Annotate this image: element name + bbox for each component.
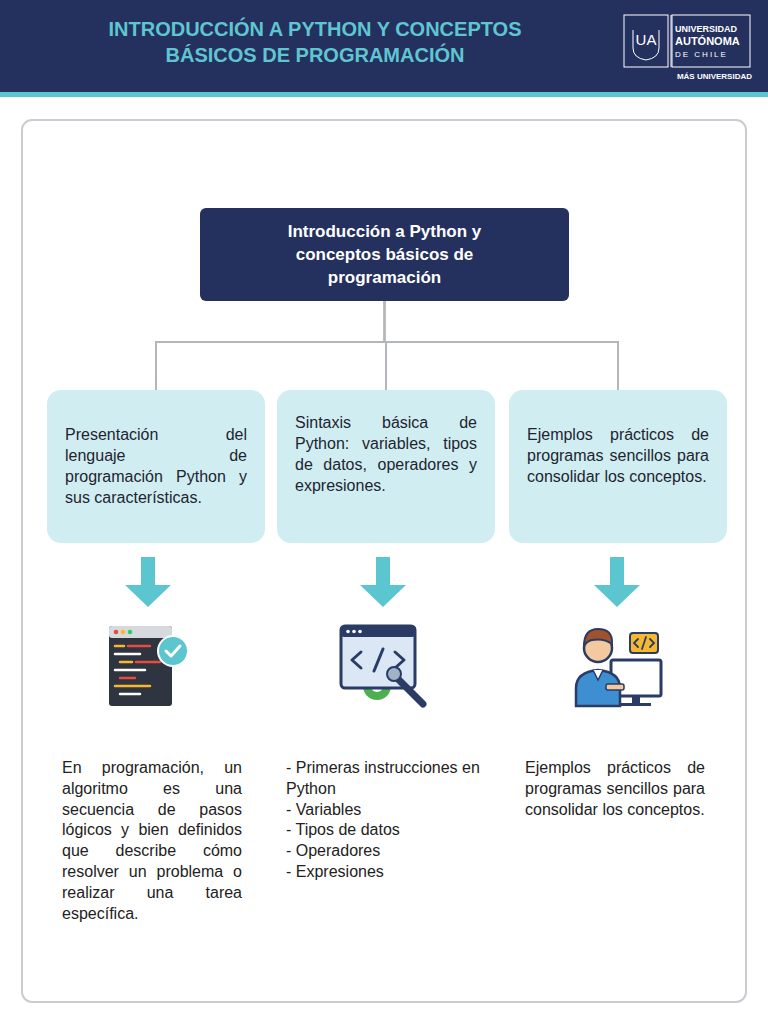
down-arrow <box>125 557 171 607</box>
tree-connector <box>156 301 385 390</box>
programmer-icon <box>621 703 651 706</box>
code-window-icon <box>166 646 180 656</box>
code-window-icon <box>136 661 160 664</box>
code-tools-icon <box>374 649 383 671</box>
header-bar <box>0 0 768 92</box>
topic-box: Presentación del lenguaje de programació… <box>47 390 265 543</box>
logo-slogan: MÁS UNIVERSIDAD <box>660 72 752 82</box>
code-tools-icon <box>395 676 423 704</box>
list-item: - Primeras instrucciones en Python <box>286 758 486 800</box>
logo-initials: UA <box>624 31 668 49</box>
outer-panel <box>22 120 746 1002</box>
code-tools-icon <box>346 630 350 634</box>
logo-divider <box>671 15 672 67</box>
code-window-icon <box>115 653 140 656</box>
list-item: - Operadores <box>286 841 486 862</box>
root-box: Introducción a Python y conceptos básico… <box>200 208 569 301</box>
code-window-icon <box>115 646 160 694</box>
header-stripe <box>0 92 768 97</box>
topic-text: Presentación del lenguaje de programació… <box>65 424 247 508</box>
code-window-icon <box>115 645 124 648</box>
list-item: - Variables <box>286 800 486 821</box>
code-tools-icon <box>352 652 361 668</box>
code-window-icon <box>128 645 150 648</box>
code-window-icon <box>121 630 126 635</box>
logo-text: AUTÓNOMA <box>675 35 749 48</box>
code-tools-icon <box>341 626 423 704</box>
logo-text: UNIVERSIDAD <box>675 24 749 35</box>
code-window-icon <box>109 626 172 638</box>
topic-box: Ejemplos prácticos de programas sencillo… <box>509 390 727 543</box>
logo-frame <box>624 15 668 67</box>
university-logo <box>624 15 750 67</box>
code-tools-icon <box>395 652 404 668</box>
programmer-icon <box>630 633 658 653</box>
list-item: - Expresiones <box>286 862 486 883</box>
code-tools-icon <box>341 626 415 688</box>
code-tools-icon <box>341 626 415 637</box>
programmer-icon <box>593 670 603 680</box>
programmer-icon <box>584 629 612 646</box>
programmer-icon <box>634 637 654 649</box>
code-window-icon <box>120 661 132 664</box>
topic-text: Ejemplos prácticos de programas sencillo… <box>527 424 709 487</box>
code-window-icon <box>120 677 135 680</box>
code-tools-icon <box>387 667 401 681</box>
code-window-icon <box>128 630 133 635</box>
code-tools-icon <box>352 630 356 634</box>
root-text: Introducción a Python y conceptos básico… <box>269 220 501 289</box>
description-text: En programación, un algoritmo es una sec… <box>62 758 242 924</box>
code-window-icon <box>158 636 188 666</box>
code-tools-icon <box>358 630 362 634</box>
code-window-icon <box>114 630 119 635</box>
topic-text: Sintaxis básica de Python: variables, ti… <box>295 412 477 496</box>
code-window-icon <box>115 669 145 672</box>
code-window-icon <box>120 693 140 696</box>
down-arrow <box>594 557 640 607</box>
programmer-icon <box>606 684 624 690</box>
programmer-icon <box>632 696 640 704</box>
list-item: - Tipos de datos <box>286 820 486 841</box>
programmer-icon <box>576 629 661 706</box>
logo-text: DE CHILE <box>675 50 749 60</box>
code-window-icon <box>109 626 172 706</box>
logo-frame <box>672 15 750 67</box>
down-arrow <box>360 557 406 607</box>
tree-connector <box>385 301 619 390</box>
topic-box: Sintaxis básica de Python: variables, ti… <box>277 390 495 543</box>
down-arrows <box>125 557 640 607</box>
page-title: INTRODUCCIÓN A PYTHON Y CONCEPTOS BÁSICO… <box>65 16 565 68</box>
bullet-list: - Primeras instrucciones en Python- Vari… <box>286 758 486 883</box>
code-window-icon <box>115 685 150 688</box>
description-text: Ejemplos prácticos de programas sencillo… <box>525 758 705 820</box>
code-window-icon <box>109 626 188 706</box>
